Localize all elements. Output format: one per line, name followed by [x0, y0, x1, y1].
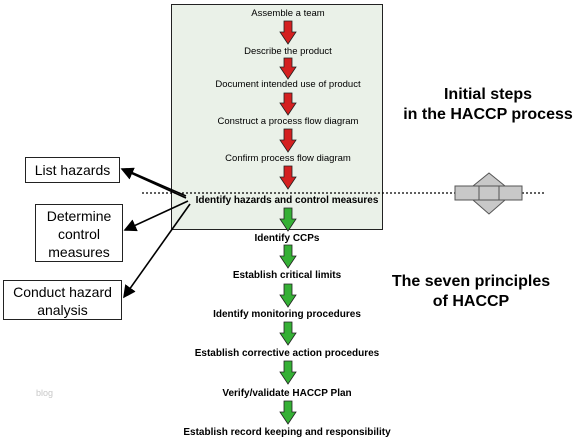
- initial-step-1: Assemble a team: [251, 8, 325, 19]
- red-flow-arrow: [279, 57, 297, 80]
- initial-step-4: Construct a process flow diagram: [217, 116, 359, 127]
- red-flow-arrow: [279, 92, 297, 116]
- principle-6: Verify/validate HACCP Plan: [222, 388, 352, 399]
- principle-5: Establish corrective action procedures: [194, 348, 380, 359]
- connector-arrow: [123, 200, 189, 232]
- conduct-analysis-line-2: analysis: [37, 302, 88, 318]
- watermark-text: blog: [36, 388, 54, 398]
- green-flow-arrow: [279, 360, 297, 385]
- green-flow-arrow: [279, 321, 297, 346]
- initial-step-5: Confirm process flow diagram: [225, 153, 351, 164]
- principles-heading-line-1: The seven principles: [391, 273, 551, 290]
- determine-control-measures-box: Determine control measures: [35, 204, 123, 262]
- initial-steps-box: [171, 4, 383, 230]
- red-flow-arrow: [279, 165, 297, 190]
- initial-steps-heading: Initial steps in the HACCP process: [383, 85, 580, 125]
- green-flow-arrow: [279, 400, 297, 425]
- conduct-hazard-analysis-box: Conduct hazard analysis: [3, 280, 122, 320]
- principle-4: Identify monitoring procedures: [213, 309, 361, 320]
- principle-2: Identify CCPs: [254, 233, 320, 244]
- red-flow-arrow: [279, 20, 297, 45]
- initial-heading-line-1: Initial steps: [443, 86, 533, 103]
- determine-control-line-1: Determine: [46, 208, 112, 224]
- connector-arrow: [123, 203, 191, 299]
- connector-arrow: [125, 169, 187, 197]
- red-flow-arrow: [279, 128, 297, 153]
- principle-1: Identify hazards and control measures: [195, 195, 379, 206]
- seven-principles-heading: The seven principles of HACCP: [366, 272, 576, 312]
- list-hazards-label: List hazards: [34, 162, 111, 178]
- conduct-analysis-line-1: Conduct hazard: [13, 284, 112, 300]
- connector-arrow: [120, 167, 187, 199]
- principle-7: Establish record keeping and responsibil…: [183, 427, 391, 438]
- initial-heading-line-2: in the HACCP process: [403, 106, 573, 123]
- green-flow-arrow: [279, 244, 297, 269]
- green-flow-arrow: [279, 207, 297, 232]
- determine-control-line-2: control: [57, 226, 101, 242]
- double-arrow-icon: [454, 172, 523, 215]
- initial-step-2: Describe the product: [244, 46, 332, 57]
- initial-step-3: Document intended use of product: [215, 79, 361, 90]
- determine-control-line-3: measures: [48, 244, 110, 260]
- list-hazards-box: List hazards: [25, 157, 120, 183]
- principle-3: Establish critical limits: [232, 270, 342, 281]
- green-flow-arrow: [279, 283, 297, 308]
- principles-heading-line-2: of HACCP: [432, 293, 510, 310]
